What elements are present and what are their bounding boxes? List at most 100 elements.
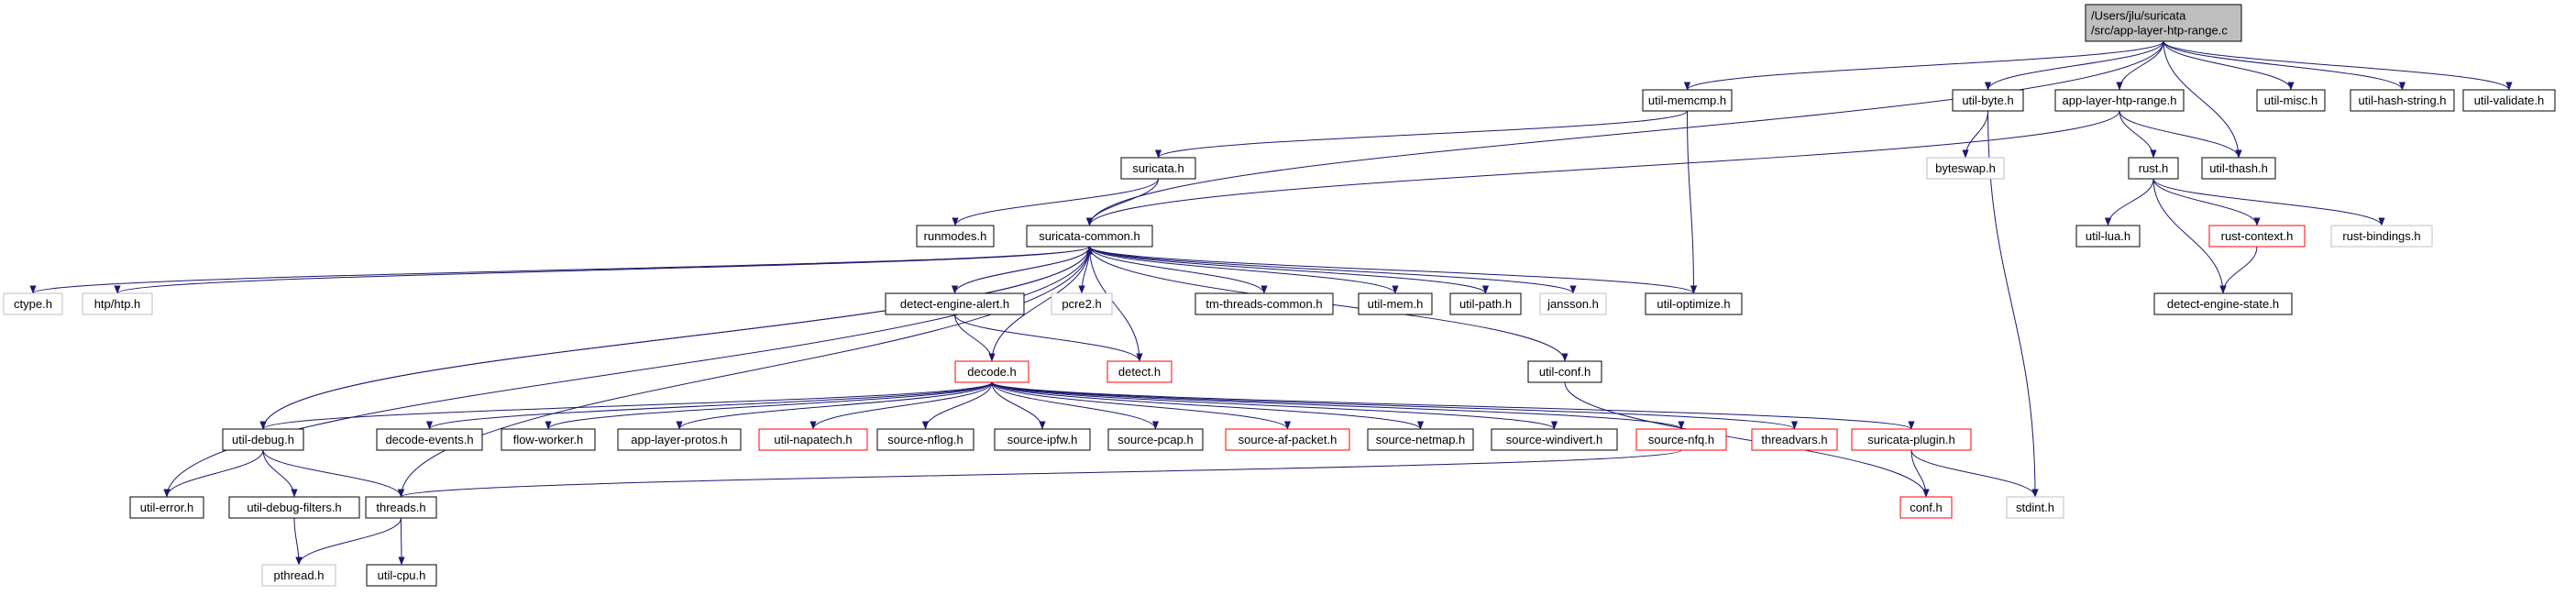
node-detect[interactable]: detect.h <box>1106 360 1172 383</box>
node-byteswap[interactable]: byteswap.h <box>1926 157 2005 180</box>
node-box <box>82 292 153 315</box>
edge-root-to-app-layer-htp-range <box>2116 40 2164 91</box>
node-box <box>1491 428 1618 451</box>
node-htp[interactable]: htp/htp.h <box>82 292 153 315</box>
node-box <box>2006 496 2064 519</box>
node-label: rust-context.h <box>2221 229 2294 243</box>
node-flow-worker[interactable]: flow-worker.h <box>501 428 596 451</box>
edge-rust-context-to-detect-engine-state <box>2219 246 2258 294</box>
edge-root-to-suricata-common <box>1086 40 2164 226</box>
node-source-ipfw[interactable]: source-ipfw.h <box>994 428 1091 451</box>
node-source-netmap[interactable]: source-netmap.h <box>1367 428 1474 451</box>
edge-suricata-common-to-tm-threads-common <box>1089 246 1268 294</box>
edge-decode-to-source-pcap <box>991 381 1160 430</box>
node-source-af-packet[interactable]: source-af-packet.h <box>1225 428 1350 451</box>
node-util-debug-filters[interactable]: util-debug-filters.h <box>228 496 360 519</box>
edge-util-memcmp-to-util-optimize <box>1687 110 1698 294</box>
node-box <box>1120 157 1196 180</box>
edge-rust-to-rust-context <box>2152 178 2261 226</box>
node-source-windivert[interactable]: source-windivert.h <box>1491 428 1618 451</box>
edge-rust-to-util-lua <box>2104 178 2154 226</box>
node-label: util-validate.h <box>2474 94 2545 107</box>
edge-app-layer-htp-range-to-rust <box>2119 110 2157 159</box>
node-util-memcmp[interactable]: util-memcmp.h <box>1642 89 1733 112</box>
node-detect-engine-state[interactable]: detect-engine-state.h <box>2153 292 2293 315</box>
node-suricata-plugin[interactable]: suricata-plugin.h <box>1851 428 1972 451</box>
edge-decode-to-app-layer-protos <box>676 381 993 430</box>
node-app-layer-htp-range[interactable]: app-layer-htp-range.h <box>2054 89 2185 112</box>
node-ctype[interactable]: ctype.h <box>3 292 63 315</box>
node-rust-context[interactable]: rust-context.h <box>2208 225 2306 248</box>
node-box <box>2462 89 2556 112</box>
node-box <box>2256 89 2326 112</box>
node-rust-bindings[interactable]: rust-bindings.h <box>2330 225 2433 248</box>
node-label: detect-engine-state.h <box>2167 297 2279 311</box>
node-conf[interactable]: conf.h <box>1899 496 1953 519</box>
node-label: util-debug.h <box>232 433 294 446</box>
node-util-conf[interactable]: util-conf.h <box>1527 360 1602 383</box>
node-jansson[interactable]: jansson.h <box>1539 292 1607 315</box>
node-util-thash[interactable]: util-thash.h <box>2201 157 2276 180</box>
edge-suricata-common-to-htp <box>114 246 1090 294</box>
node-source-nflog[interactable]: source-nflog.h <box>876 428 974 451</box>
node-box <box>2054 89 2185 112</box>
node-box <box>1539 292 1607 315</box>
node-util-cpu[interactable]: util-cpu.h <box>366 564 437 587</box>
node-box <box>261 564 336 587</box>
node-util-validate[interactable]: util-validate.h <box>2462 89 2556 112</box>
edge-suricata-common-to-threads <box>397 246 1090 498</box>
edge-decode-to-source-netmap <box>991 381 1424 430</box>
node-label: util-thash.h <box>2209 161 2268 175</box>
node-label: pthread.h <box>274 568 325 582</box>
node-label: source-windivert.h <box>1506 433 1603 446</box>
node-box <box>1194 292 1334 315</box>
edge-decode-to-source-windivert <box>991 381 1558 430</box>
node-tm-threads-common[interactable]: tm-threads-common.h <box>1194 292 1334 315</box>
node-box <box>617 428 742 451</box>
node-rust[interactable]: rust.h <box>2128 157 2179 180</box>
node-util-debug[interactable]: util-debug.h <box>222 428 304 451</box>
node-util-byte[interactable]: util-byte.h <box>1952 89 2024 112</box>
node-label: rust-bindings.h <box>2342 229 2420 243</box>
node-label: util-hash-string.h <box>2358 94 2446 107</box>
node-box <box>1358 292 1433 315</box>
node-box <box>365 496 437 519</box>
node-threads[interactable]: threads.h <box>365 496 437 519</box>
node-box <box>1106 360 1172 383</box>
node-box <box>2201 157 2276 180</box>
node-label: util-optimize.h <box>1657 297 1730 311</box>
node-util-lua[interactable]: util-lua.h <box>2075 225 2141 248</box>
node-label: jansson.h <box>1547 297 1599 311</box>
node-decode-events[interactable]: decode-events.h <box>376 428 483 451</box>
node-runmodes[interactable]: runmodes.h <box>916 225 995 248</box>
node-box <box>1527 360 1602 383</box>
node-root[interactable]: /Users/jlu/suricata/src/app-layer-htp-ra… <box>2085 4 2242 42</box>
node-pcre2[interactable]: pcre2.h <box>1051 292 1113 315</box>
node-detect-engine-alert[interactable]: detect-engine-alert.h <box>885 292 1025 315</box>
node-util-napatech[interactable]: util-napatech.h <box>758 428 868 451</box>
node-source-pcap[interactable]: source-pcap.h <box>1107 428 1204 451</box>
edge-root-to-util-byte <box>1984 40 2164 91</box>
node-util-hash-string[interactable]: util-hash-string.h <box>2350 89 2455 112</box>
node-util-misc[interactable]: util-misc.h <box>2256 89 2326 112</box>
edge-rust-to-detect-engine-state <box>2152 178 2227 294</box>
node-util-mem[interactable]: util-mem.h <box>1358 292 1433 315</box>
node-suricata[interactable]: suricata.h <box>1120 157 1196 180</box>
node-threadvars[interactable]: threadvars.h <box>1751 428 1838 451</box>
node-suricata-common[interactable]: suricata-common.h <box>1026 225 1153 248</box>
node-pthread[interactable]: pthread.h <box>261 564 336 587</box>
node-stdint[interactable]: stdint.h <box>2006 496 2064 519</box>
node-box <box>1751 428 1838 451</box>
node-box <box>222 428 304 451</box>
node-label: util-memcmp.h <box>1648 94 1726 107</box>
edge-threads-to-pthread <box>295 517 402 566</box>
node-label: byteswap.h <box>1935 161 1996 175</box>
node-app-layer-protos[interactable]: app-layer-protos.h <box>617 428 742 451</box>
node-util-path[interactable]: util-path.h <box>1449 292 1522 315</box>
node-util-optimize[interactable]: util-optimize.h <box>1645 292 1743 315</box>
node-util-error[interactable]: util-error.h <box>129 496 204 519</box>
node-decode[interactable]: decode.h <box>954 360 1029 383</box>
node-label: source-nfq.h <box>1648 433 1714 446</box>
node-source-nfq[interactable]: source-nfq.h <box>1635 428 1727 451</box>
node-label: htp/htp.h <box>94 297 141 311</box>
